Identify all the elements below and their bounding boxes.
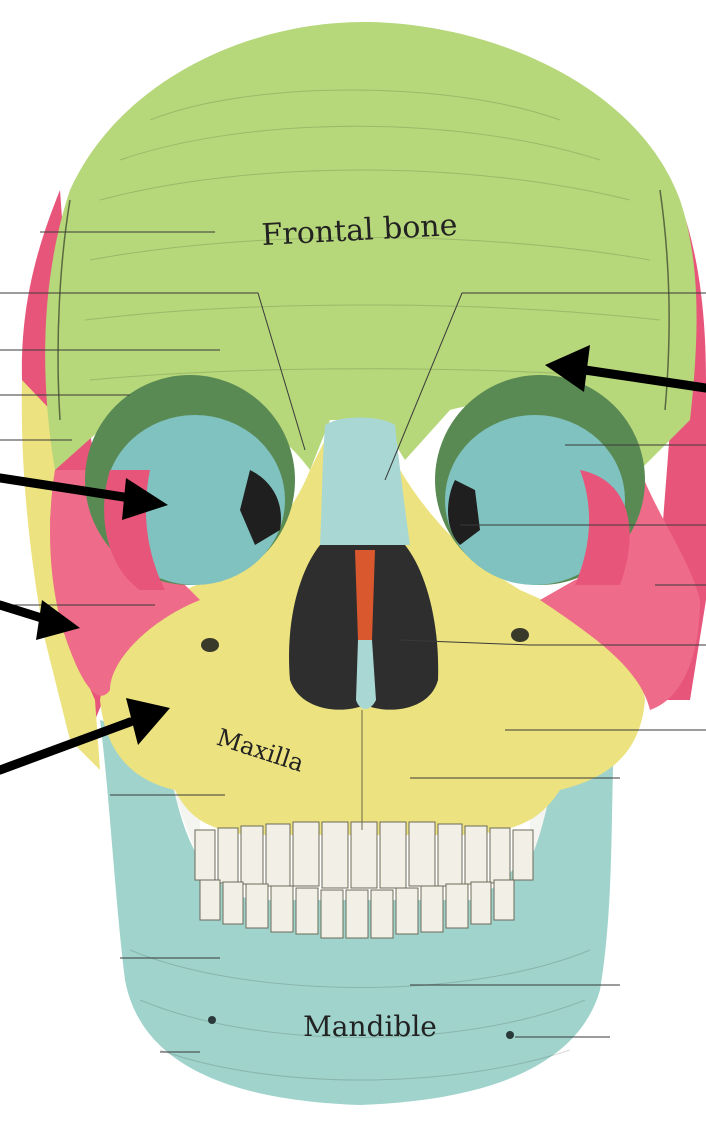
upper-teeth <box>195 822 533 888</box>
left-infraorbital-foramen <box>201 638 219 652</box>
right-infraorbital-foramen <box>511 628 529 642</box>
right-mental-foramen <box>506 1031 514 1039</box>
vomer <box>355 550 375 640</box>
label-mandible: Mandible <box>303 1010 437 1043</box>
